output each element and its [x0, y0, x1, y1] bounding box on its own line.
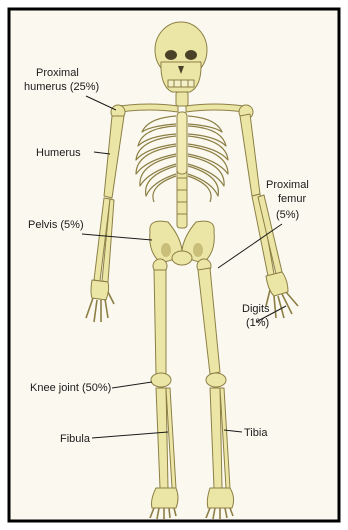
label-fibula: Fibula: [60, 433, 91, 445]
label-proximal-femur-2: femur: [278, 193, 306, 205]
label-digits-2: (1%): [246, 317, 269, 329]
sternum: [177, 112, 187, 174]
label-knee-joint: Knee joint (50%): [30, 382, 111, 394]
skull: [155, 22, 207, 92]
label-proximal-femur-3: (5%): [276, 209, 299, 221]
label-proximal-humerus-1: Proximal: [36, 67, 79, 79]
label-humerus: Humerus: [36, 147, 81, 159]
label-tibia: Tibia: [244, 427, 268, 439]
label-pelvis: Pelvis (5%): [28, 219, 84, 231]
label-digits-1: Digits: [242, 303, 270, 315]
label-proximal-femur-1: Proximal: [266, 179, 309, 191]
label-proximal-humerus-2: humerus (25%): [24, 81, 99, 93]
